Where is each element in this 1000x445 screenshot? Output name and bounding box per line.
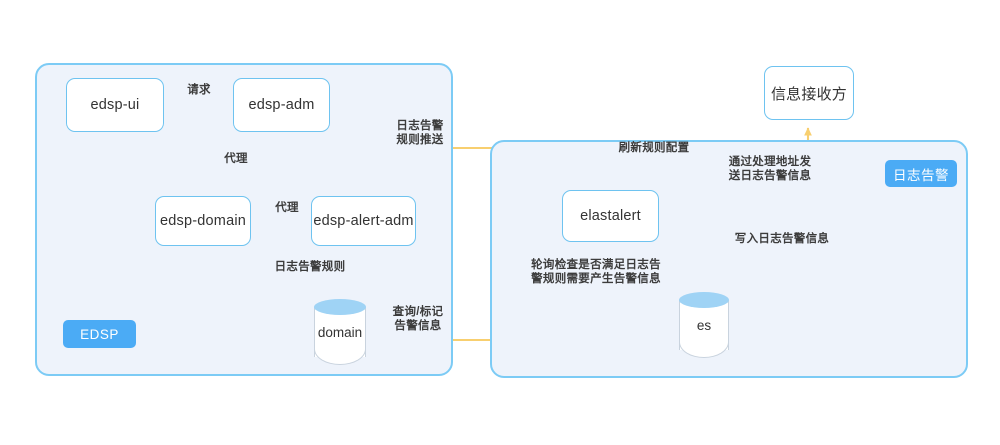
- node-message-receiver[interactable]: 信息接收方: [764, 66, 854, 120]
- edge-label-refresh-rule-config: 刷新规则配置: [618, 142, 690, 154]
- panel-tag-edsp: EDSP: [63, 320, 136, 348]
- node-edsp-ui[interactable]: edsp-ui: [66, 78, 164, 132]
- edge-label-send-via-address: 通过处理地址发 送日志告警信息: [728, 156, 812, 182]
- database-es[interactable]: es: [679, 292, 729, 358]
- database-domain[interactable]: domain: [314, 299, 366, 365]
- database-domain-label: domain: [317, 324, 363, 340]
- edge-label-proxy-domain-alert: 代理: [275, 202, 299, 214]
- node-edsp-domain[interactable]: edsp-domain: [155, 196, 251, 246]
- edge-label-poll-check: 轮询检查是否满足日志告 警规则需要产生告警信息: [531, 259, 661, 285]
- edge-label-proxy-adm-domain: 代理: [224, 153, 248, 165]
- edge-label-rule-push: 日志告警 规则推送: [396, 120, 444, 146]
- edge-label-log-alert-rule: 日志告警规则: [274, 261, 346, 273]
- cylinder-top: [314, 299, 366, 315]
- node-edsp-adm[interactable]: edsp-adm: [233, 78, 330, 132]
- cylinder-top: [679, 292, 729, 308]
- node-edsp-alert-adm[interactable]: edsp-alert-adm: [311, 196, 416, 246]
- node-elastalert[interactable]: elastalert: [562, 190, 659, 242]
- database-es-label: es: [696, 317, 712, 333]
- edge-label-request: 请求: [187, 84, 211, 96]
- edge-label-write-alert-info: 写入日志告警信息: [734, 233, 830, 245]
- panel-tag-log-alert: 日志告警: [885, 160, 957, 187]
- edge-label-query-mark: 查询/标记 告警信息: [392, 306, 444, 332]
